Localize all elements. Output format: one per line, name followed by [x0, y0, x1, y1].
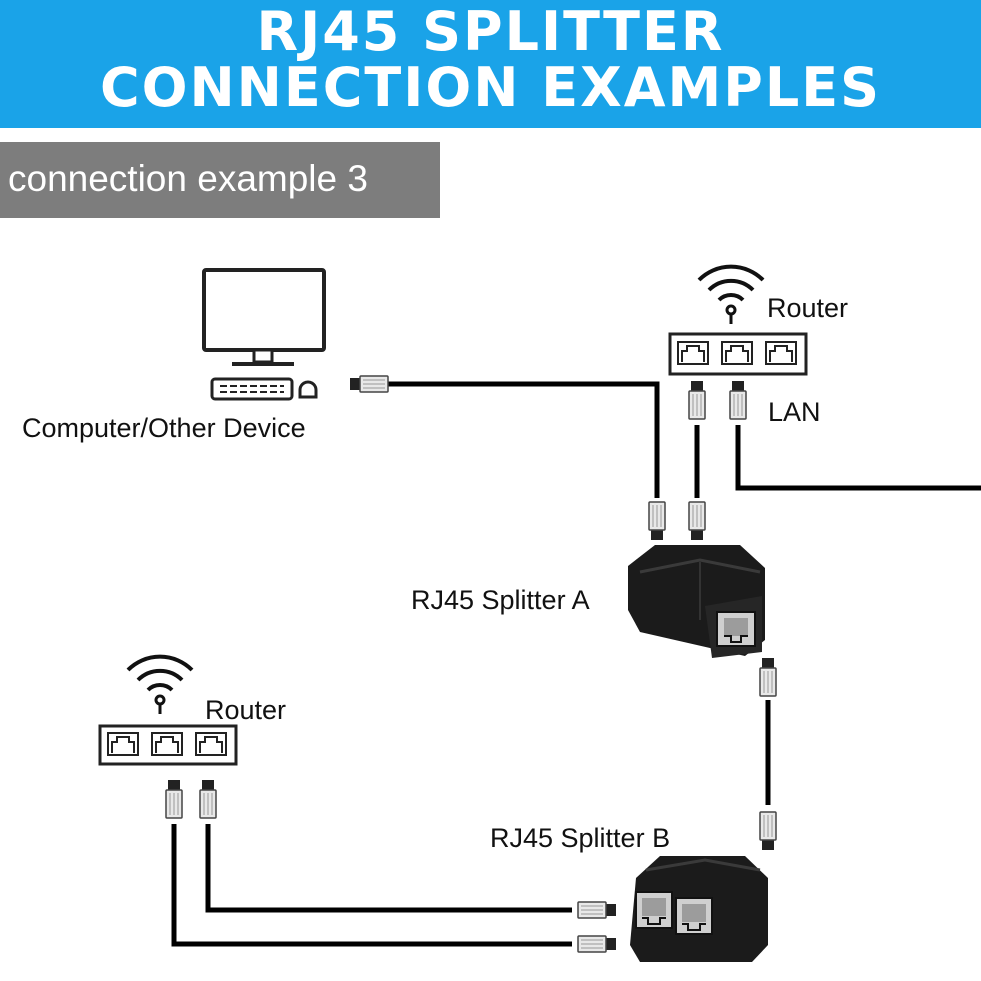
computer-icon [202, 268, 326, 401]
splitter-b-label: RJ45 Splitter B [490, 823, 671, 853]
router-bottom-icon [98, 654, 238, 766]
example-subtitle: connection example 3 [0, 142, 440, 218]
computer-label: Computer/Other Device [22, 413, 306, 443]
router-top-label: Router [767, 293, 849, 323]
example-subtitle-text: connection example 3 [8, 158, 368, 199]
rj45-plug-icon [577, 901, 617, 919]
title-line-1: RJ45 SPLITTER [256, 0, 725, 63]
title-line-2: CONNECTION EXAMPLES [99, 56, 882, 119]
splitter-a-icon [628, 545, 765, 658]
ethernet-port-icon [677, 341, 709, 365]
cable-router-to-splitter-b-1 [205, 824, 572, 913]
rj45-plug-icon [577, 935, 617, 953]
router-top-icon [668, 264, 808, 376]
rj45-plug-icon [759, 811, 777, 851]
ethernet-port-icon [195, 732, 227, 756]
cables [171, 381, 981, 947]
ethernet-port-icon [151, 732, 183, 756]
rj45-plug-icon [648, 501, 666, 541]
rj45-plug-icon [729, 380, 747, 420]
splitter-b-icon [630, 856, 768, 962]
splitter-a-label: RJ45 Splitter A [411, 585, 590, 615]
rj45-plug-icon [165, 779, 183, 819]
rj45-plug-icon [688, 380, 706, 420]
rj45-plug-icon [349, 375, 389, 393]
rj45-plug-icon [199, 779, 217, 819]
cable-lan [735, 425, 981, 491]
lan-label: LAN [768, 397, 821, 427]
ethernet-port-icon [765, 341, 797, 365]
wifi-icon [126, 654, 194, 716]
rj45-plug-icon [688, 501, 706, 541]
router-bottom-label: Router [205, 695, 287, 725]
cable-computer-to-splitter-a [388, 381, 660, 498]
wifi-icon [697, 264, 765, 326]
ethernet-port-icon [107, 732, 139, 756]
ethernet-port-icon [721, 341, 753, 365]
title-banner: RJ45 SPLITTER CONNECTION EXAMPLES [0, 0, 981, 128]
cable-router-to-splitter-b-2 [171, 824, 572, 947]
rj45-plug-icon [759, 657, 777, 697]
